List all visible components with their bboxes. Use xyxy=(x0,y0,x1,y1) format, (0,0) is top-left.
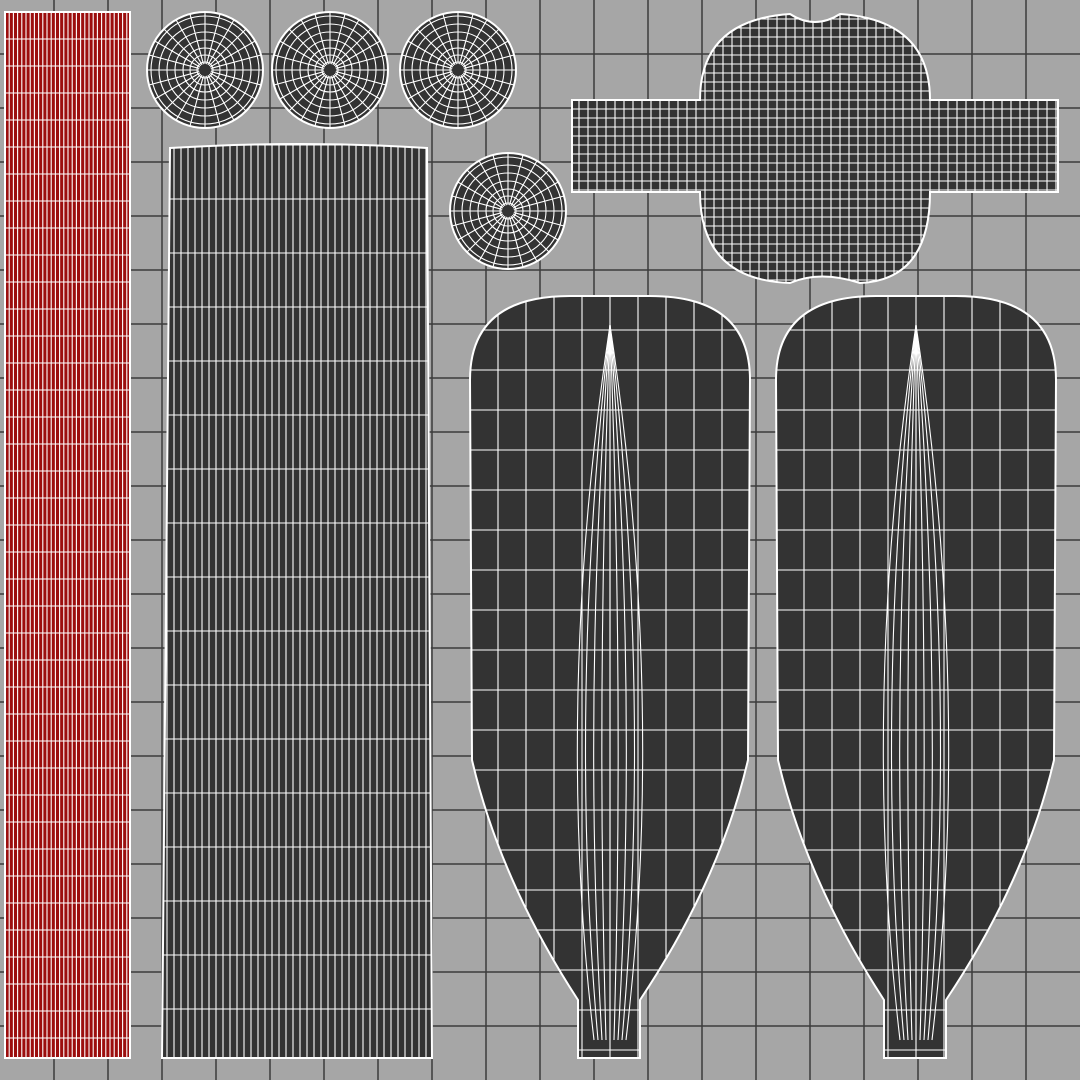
cap-disc-2-border xyxy=(270,11,390,129)
cap-disc-1-wireframe xyxy=(147,12,263,128)
cap-disc-4-border xyxy=(448,152,568,270)
tall-panel xyxy=(160,143,434,1059)
cap-disc-2 xyxy=(270,11,390,129)
bottle-right xyxy=(774,295,1058,1059)
selected-strip-border xyxy=(4,11,131,1059)
cap-disc-2-wireframe xyxy=(272,12,388,128)
uv-islands xyxy=(4,11,1059,1059)
bottle-left xyxy=(468,295,752,1059)
cap-disc-3 xyxy=(398,11,518,129)
cap-disc-3-wireframe xyxy=(400,12,516,128)
selected-strip-wireframe xyxy=(5,12,130,1058)
cap-disc-1-border xyxy=(145,11,265,129)
cap-disc-4 xyxy=(448,152,568,270)
tall-panel-border xyxy=(160,143,434,1059)
bottle-left-border xyxy=(468,295,752,1059)
cap-disc-1 xyxy=(145,11,265,129)
cap-disc-4-wireframe xyxy=(450,153,566,269)
selected-strip xyxy=(4,11,131,1059)
cap-disc-3-border xyxy=(398,11,518,129)
tall-panel-wireframe xyxy=(162,144,432,1058)
bottle-right-wireframe xyxy=(776,296,1056,1058)
bottle-right-border xyxy=(774,295,1058,1059)
top-right-band-fill xyxy=(572,14,1058,283)
top-right-band-border xyxy=(571,12,1059,285)
